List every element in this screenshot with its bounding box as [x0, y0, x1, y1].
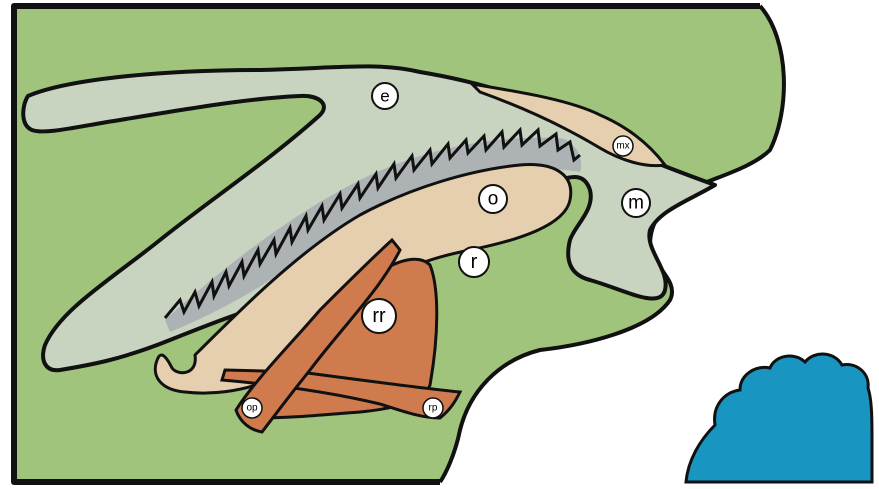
- label-op-text: op: [246, 403, 258, 414]
- label-op: op: [242, 398, 262, 418]
- label-o: o: [479, 185, 507, 213]
- label-r-text: r: [471, 251, 478, 273]
- label-e: e: [372, 83, 398, 109]
- label-mx-text: mx: [616, 141, 629, 152]
- label-rr-text: rr: [372, 305, 386, 327]
- label-mx: mx: [613, 136, 633, 156]
- label-rp: rp: [423, 398, 443, 418]
- label-m: m: [622, 189, 650, 217]
- water-region: [686, 354, 872, 482]
- label-e-text: e: [380, 87, 389, 106]
- label-rp-text: rp: [429, 403, 438, 414]
- label-m-text: m: [628, 193, 644, 214]
- label-rr: rr: [362, 299, 396, 333]
- label-o-text: o: [488, 189, 499, 210]
- label-r: r: [459, 247, 489, 277]
